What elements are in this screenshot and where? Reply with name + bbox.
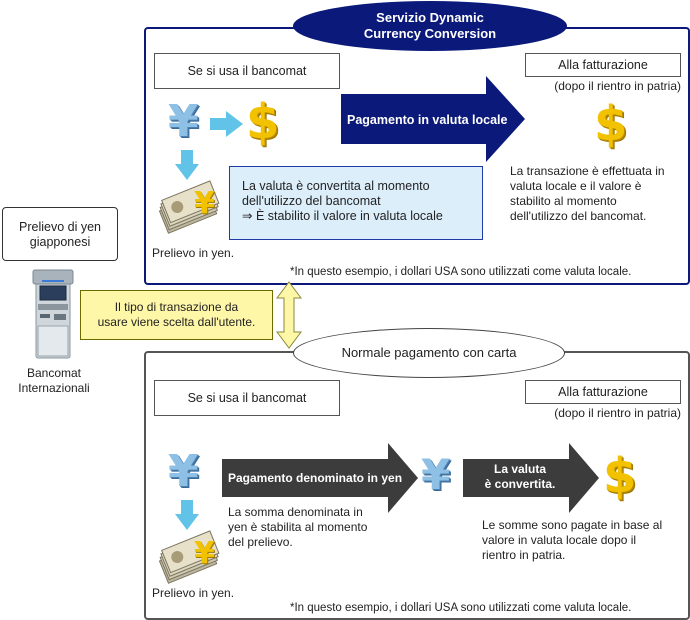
atm-machine-icon: [32, 269, 74, 359]
dcc-title-line1: Servizio Dynamic: [376, 10, 484, 25]
banknote-yen-glyph: ¥: [194, 536, 215, 571]
atm-caption-line1: Bancomat: [26, 366, 82, 380]
choice-line2: usare viene scelta dall'utente.: [97, 315, 256, 329]
dcc-withdraw-caption: Prelievo in yen.: [152, 246, 235, 260]
normal-withdraw-caption: Prelievo in yen.: [152, 586, 235, 600]
conversion-line2: è convertita.: [484, 477, 556, 491]
atm-caption: Bancomat Internazionali: [4, 366, 104, 396]
dcc-info-line2: dell'utilizzo del bancomat: [242, 194, 381, 208]
conversion-line1: La valuta: [493, 462, 547, 476]
normal-billing-desc-line3: rientro in patria.: [482, 548, 566, 562]
dcc-payment-arrow-label: Pagamento in valuta locale: [347, 113, 508, 127]
cyan-right-arrow-icon: [210, 111, 243, 137]
choice-line1: Il tipo di transazione da: [114, 300, 239, 314]
dollar-sign-icon: $: [603, 448, 637, 504]
normal-atm-use-text: Se si usa il bancomat: [187, 391, 307, 405]
normal-billing-desc-line2: valore in valuta locale dopo il: [482, 533, 637, 547]
normal-conversion-arrow-label: La valuta è convertita.: [470, 462, 570, 492]
banknote-yen-glyph: ¥: [194, 186, 215, 221]
dcc-billing-text: Alla fatturazione: [558, 58, 648, 72]
normal-desc-line1: La somma denominata in: [228, 505, 363, 519]
dcc-info-line1: La valuta è convertita al momento: [242, 179, 430, 193]
withdraw-yen-line1: Prelievo di yen: [19, 220, 101, 234]
dcc-billing-label: Alla fatturazione: [525, 53, 681, 77]
dcc-billing-desc: La transazione è effettuata in valuta lo…: [510, 164, 685, 224]
dollar-sign-icon: $: [246, 94, 280, 150]
dcc-payment-arrow: [341, 76, 525, 162]
withdraw-yen-line2: giapponesi: [29, 235, 91, 249]
yen-banknotes-icon: ¥: [158, 530, 220, 584]
dcc-atm-use-text: Se si usa il bancomat: [187, 64, 307, 78]
yen-sign-icon: ¥: [421, 450, 451, 499]
cyan-down-arrow-icon: [175, 150, 199, 180]
banknotes-svg: [158, 530, 220, 584]
dcc-info-line3: ⇒ È stabilito il valore in valuta locale: [242, 209, 443, 223]
cyan-down-arrow-icon: [175, 500, 199, 530]
normal-payment-arrow-label: Pagamento denominato in yen: [228, 471, 403, 485]
normal-billing-desc: Le somme sono pagate in base al valore i…: [482, 518, 682, 563]
dollar-sign-icon: $: [594, 96, 628, 152]
normal-desc: La somma denominata in yen è stabilita a…: [228, 505, 398, 550]
normal-billing-sub: (dopo il rientro in patria): [554, 406, 681, 420]
dcc-billing-desc-line3: stabilito al momento: [510, 194, 617, 208]
dcc-footnote: *In questo esempio, i dollari USA sono u…: [290, 266, 632, 278]
dcc-title-line2: Currency Conversion: [363, 26, 497, 41]
normal-billing-desc-line1: Le somme sono pagate in base al: [482, 518, 663, 532]
dcc-title-oval: Servizio Dynamic Currency Conversion: [293, 1, 567, 51]
yen-sign-icon: ¥: [168, 96, 199, 147]
normal-title: Normale pagamento con carta: [341, 345, 517, 360]
normal-billing-text: Alla fatturazione: [558, 385, 648, 399]
normal-billing-label: Alla fatturazione: [525, 380, 681, 404]
dcc-billing-sub: (dopo il rientro in patria): [554, 79, 681, 93]
withdraw-yen-box: Prelievo di yen giapponesi: [2, 207, 118, 261]
yen-sign-icon: ¥: [168, 446, 199, 497]
dcc-info-box: La valuta è convertita al momento dell'u…: [229, 166, 483, 240]
banknotes-svg: [158, 180, 220, 234]
dcc-billing-desc-line4: dell'utilizzo del bancomat.: [510, 209, 647, 223]
yen-banknotes-icon: ¥: [158, 180, 220, 234]
atm-caption-line2: Internazionali: [18, 381, 90, 395]
normal-desc-line2: yen è stabilita al momento: [228, 520, 368, 534]
dcc-atm-use-label: Se si usa il bancomat: [154, 53, 340, 89]
normal-title-oval: Normale pagamento con carta: [293, 328, 565, 378]
normal-desc-line3: del prelievo.: [228, 535, 293, 549]
double-arrow-icon: [276, 281, 302, 349]
dcc-billing-desc-line1: La transazione è effettuata in: [510, 164, 665, 178]
normal-conversion-arrow: [463, 443, 599, 513]
dcc-billing-desc-line2: valuta locale e il valore è: [510, 179, 642, 193]
normal-footnote: *In questo esempio, i dollari USA sono u…: [290, 602, 632, 614]
normal-atm-use-label: Se si usa il bancomat: [154, 380, 340, 416]
transaction-choice-box: Il tipo di transazione da usare viene sc…: [80, 290, 273, 340]
normal-payment-arrow: [222, 443, 418, 513]
